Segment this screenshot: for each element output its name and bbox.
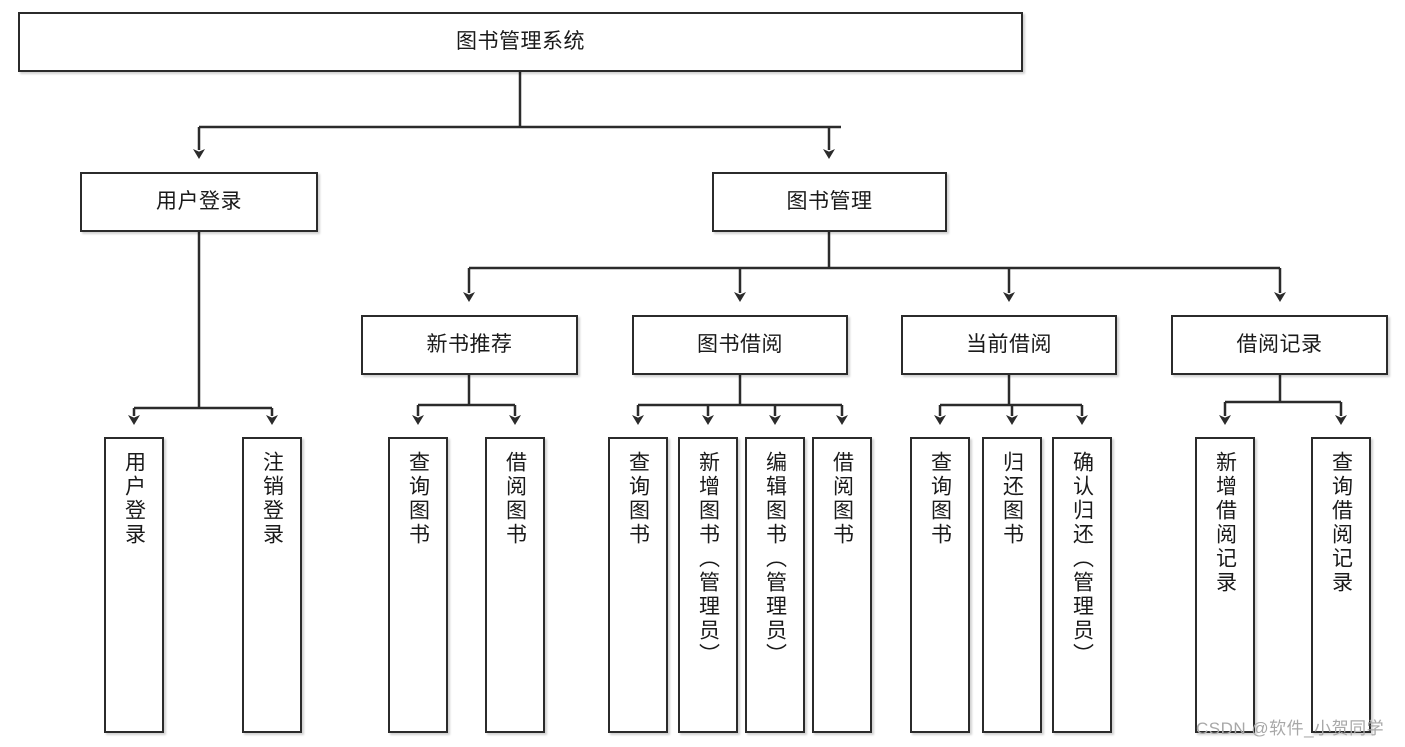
- leaf-query-borrow-record[interactable]: 查询借阅记录: [1311, 437, 1371, 733]
- leaf-logout[interactable]: 注销登录: [242, 437, 302, 733]
- node-label: 借阅图书: [830, 451, 854, 547]
- node-label: 查询图书: [928, 451, 952, 547]
- node-label: 借阅图书: [503, 451, 527, 547]
- leaf-query-books-recommend[interactable]: 查询图书: [388, 437, 448, 733]
- node-root[interactable]: 图书管理系统: [18, 12, 1023, 72]
- node-label: 查询借阅记录: [1329, 451, 1353, 595]
- leaf-borrow-books[interactable]: 借阅图书: [812, 437, 872, 733]
- node-label: 图书借阅: [697, 332, 783, 356]
- node-label: 新书推荐: [426, 332, 513, 356]
- leaf-confirm-return-admin[interactable]: 确认归还（管理员）: [1052, 437, 1112, 733]
- node-label: 注销登录: [260, 451, 284, 547]
- node-label: 归还图书: [1000, 451, 1024, 547]
- leaf-query-books-borrow[interactable]: 查询图书: [608, 437, 668, 733]
- node-label: 新增借阅记录: [1213, 451, 1237, 595]
- watermark: CSDN @软件_小贺同学: [1196, 719, 1385, 738]
- leaf-add-book-admin[interactable]: 新增图书（管理员）: [678, 437, 738, 733]
- node-user-login[interactable]: 用户登录: [80, 172, 318, 232]
- node-book-management[interactable]: 图书管理: [712, 172, 947, 232]
- leaf-edit-book-admin[interactable]: 编辑图书（管理员）: [745, 437, 805, 733]
- node-label: 用户登录: [156, 189, 242, 213]
- node-label: 确认归还（管理员）: [1070, 451, 1094, 667]
- node-label: 借阅记录: [1236, 332, 1323, 356]
- node-current-borrow[interactable]: 当前借阅: [901, 315, 1117, 375]
- node-label: 图书管理: [786, 189, 873, 213]
- node-label: 当前借阅: [966, 332, 1052, 356]
- node-new-book-recommend[interactable]: 新书推荐: [361, 315, 578, 375]
- leaf-borrow-books-recommend[interactable]: 借阅图书: [485, 437, 545, 733]
- node-label: 用户登录: [122, 451, 146, 547]
- node-label: 编辑图书（管理员）: [763, 451, 787, 667]
- leaf-user-login[interactable]: 用户登录: [104, 437, 164, 733]
- leaf-add-borrow-record[interactable]: 新增借阅记录: [1195, 437, 1255, 733]
- node-book-borrow[interactable]: 图书借阅: [632, 315, 848, 375]
- node-label: 查询图书: [626, 451, 650, 547]
- node-label: 查询图书: [406, 451, 430, 547]
- node-borrow-records[interactable]: 借阅记录: [1171, 315, 1388, 375]
- leaf-query-books-current[interactable]: 查询图书: [910, 437, 970, 733]
- leaf-return-books[interactable]: 归还图书: [982, 437, 1042, 733]
- node-label: 图书管理系统: [456, 29, 585, 53]
- node-label: 新增图书（管理员）: [696, 451, 720, 667]
